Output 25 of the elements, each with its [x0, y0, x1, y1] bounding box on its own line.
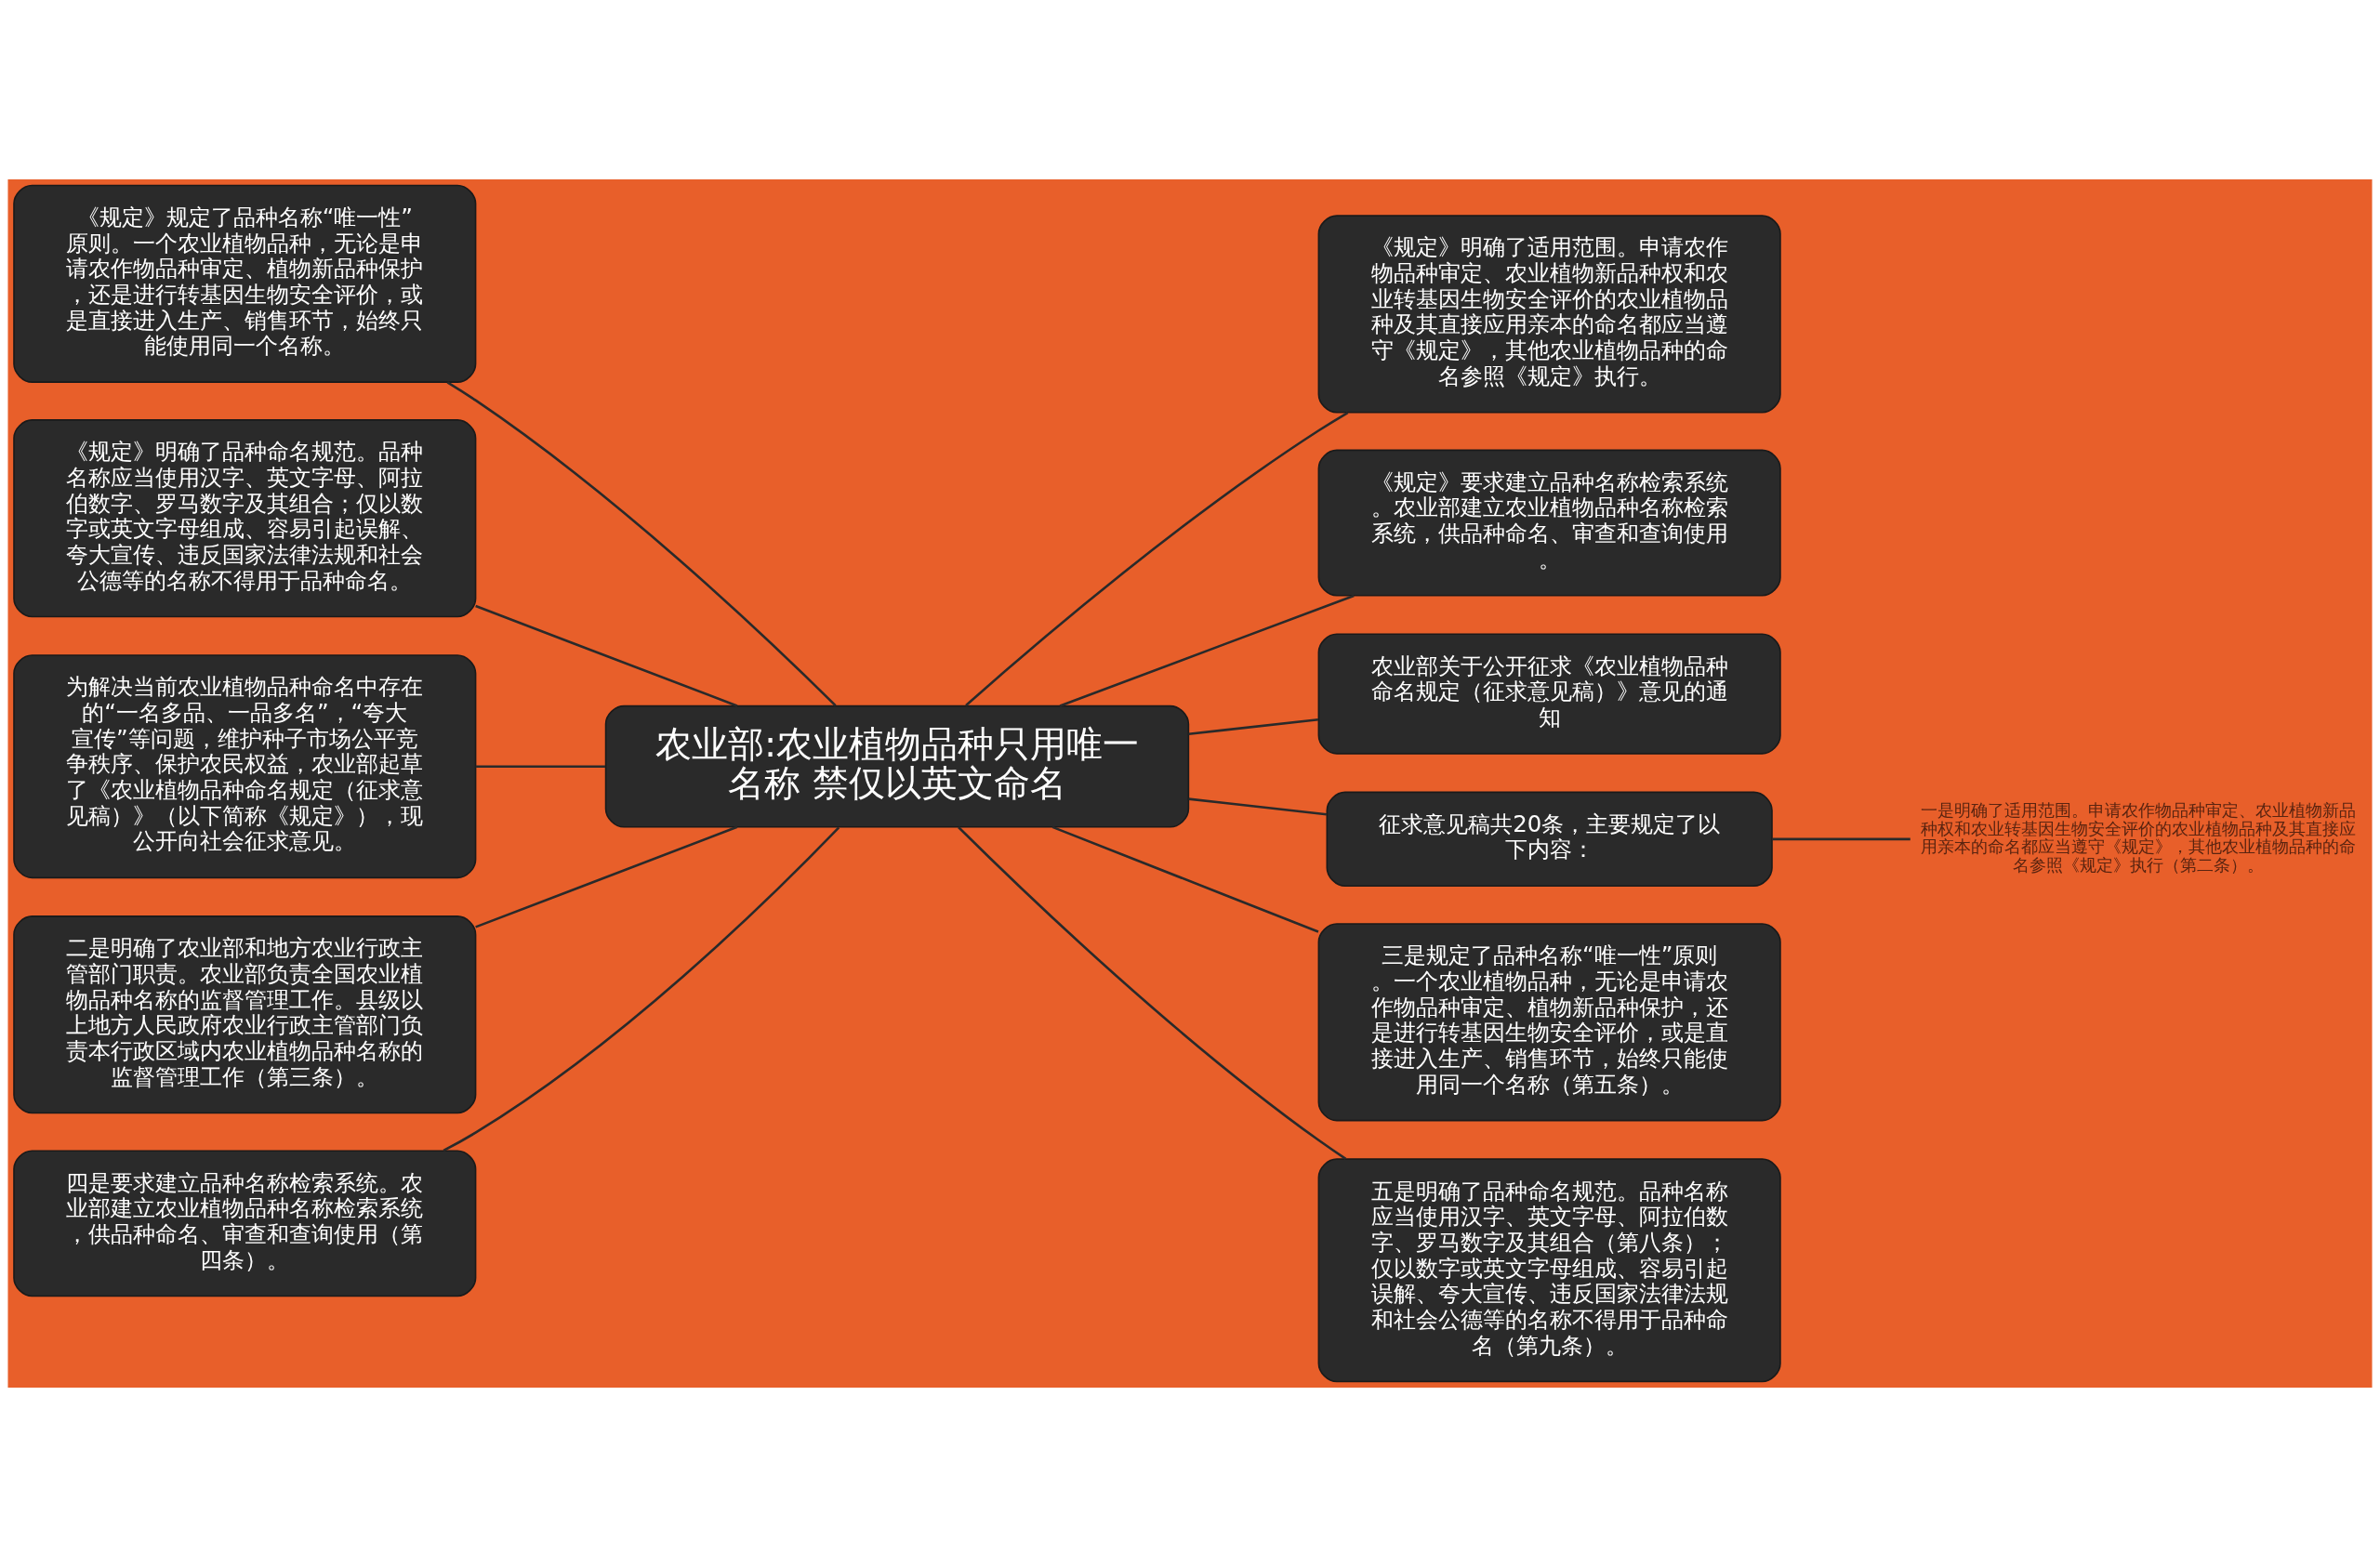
connector — [1059, 594, 1355, 707]
connector — [958, 826, 1347, 1160]
connector — [443, 826, 840, 1152]
node-box: 二是明确了农业部和地方农业行政主管部门职责。农业部负责全国农业植物品种名称的监督管理工作。县级以上地方人民政府农业行政主管部门负责本行政区域内农业植物品种名称的监督管理工作（第三条）。 — [13, 915, 477, 1114]
connector — [446, 381, 837, 706]
node-box: 为解决当前农业植物品种命名中存在的“一名多品、一品多名”，“夸大宣传”等问题，维护种子市场公平竞争秩序、保护农民权益，农业部起草了《农业植物品种命名规定（征求意见稿）》（以下简称《规定》），现公开向社会征求意见。 — [13, 654, 477, 879]
connector — [1188, 797, 1328, 816]
connector — [475, 825, 738, 928]
node-box: 农业部关于公开征求《农业植物品种命名规定（征求意见稿）》意见的通知 — [1317, 633, 1781, 755]
connector — [1051, 825, 1319, 933]
connector — [1772, 837, 1911, 841]
node-text: 一是明确了适用范围。申请农作物品种审定、农业植物新品种权和农业转基因生物安全评价的农业植物品种及其直接应用亲本的命名都应当遵守《规定》，其他农业植物品种的命名参照《规定》执行（第二条）。 — [1920, 800, 2356, 875]
node-box: 征求意见稿共20条，主要规定了以下内容： — [1326, 791, 1773, 888]
connector — [475, 604, 738, 707]
connector — [1188, 718, 1319, 736]
node-box: 五是明确了品种命名规范。品种名称应当使用汉字、英文字母、阿拉伯数字、罗马数字及其组合（第八条）；仅以数字或英文字母组成、容易引起误解、夸大宣传、违反国家法律法规和社会公德等的名称不得用于品种命名（第九条）。 — [1317, 1158, 1781, 1383]
node-box: 四是要求建立品种名称检索系统。农业部建立农业植物品种名称检索系统，供品种命名、审查和查询使用（第四条）。 — [13, 1150, 477, 1297]
node-box: 三是规定了品种名称“唯一性”原则。一个农业植物品种，无论是申请农作物品种审定、植物新品种保护，还是进行转基因生物安全评价，或是直接进入生产、销售环节，始终只能使用同一个名称（第五条）。 — [1317, 923, 1781, 1122]
node-box: 《规定》明确了适用范围。申请农作物品种审定、农业植物新品种权和农业转基因生物安全评价的农业植物品种及其直接应用亲本的命名都应当遵守《规定》，其他农业植物品种的命名参照《规定》执行。 — [1317, 215, 1781, 414]
node-box: 《规定》规定了品种名称“唯一性”原则。一个农业植物品种，无论是申请农作物品种审定、植物新品种保护，还是进行转基因生物安全评价，或是直接进入生产、销售环节，始终只能使用同一个名称。 — [13, 184, 477, 383]
connector — [965, 411, 1349, 706]
node-box: 《规定》要求建立品种名称检索系统。农业部建立农业植物品种名称检索系统，供品种命名、审查和查询使用。 — [1317, 449, 1781, 597]
node-box: 农业部:农业植物品种只用唯一名称 禁仅以英文命名 — [604, 704, 1190, 828]
connector — [475, 765, 606, 768]
node-box: 《规定》明确了品种命名规范。品种名称应当使用汉字、英文字母、阿拉伯数字、罗马数字及其组合；仅以数字或英文字母组成、容易引起误解、夸大宣传、违反国家法律法规和社会公德等的名称不得用于品种命名。 — [13, 419, 477, 618]
